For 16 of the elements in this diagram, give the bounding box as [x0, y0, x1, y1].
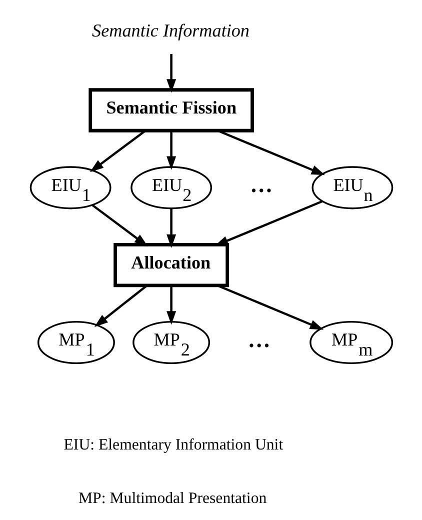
arrow	[166, 130, 176, 170]
node-text: Semantic Information	[92, 20, 250, 40]
arrow	[217, 130, 325, 176]
arrow	[166, 208, 176, 248]
node-box: Allocation	[113, 243, 229, 288]
arrow	[91, 204, 148, 247]
label: …	[247, 327, 270, 352]
label: MP: Multimodal Presentation	[78, 490, 266, 507]
arrow	[166, 54, 176, 93]
arrow	[166, 286, 176, 325]
arrow	[216, 284, 324, 330]
arrow	[94, 284, 148, 328]
arrow	[89, 130, 146, 172]
node-box: Semantic Fission	[88, 88, 254, 132]
label: EIU: Elementary Information Unit	[63, 436, 283, 454]
label: …	[249, 172, 272, 198]
